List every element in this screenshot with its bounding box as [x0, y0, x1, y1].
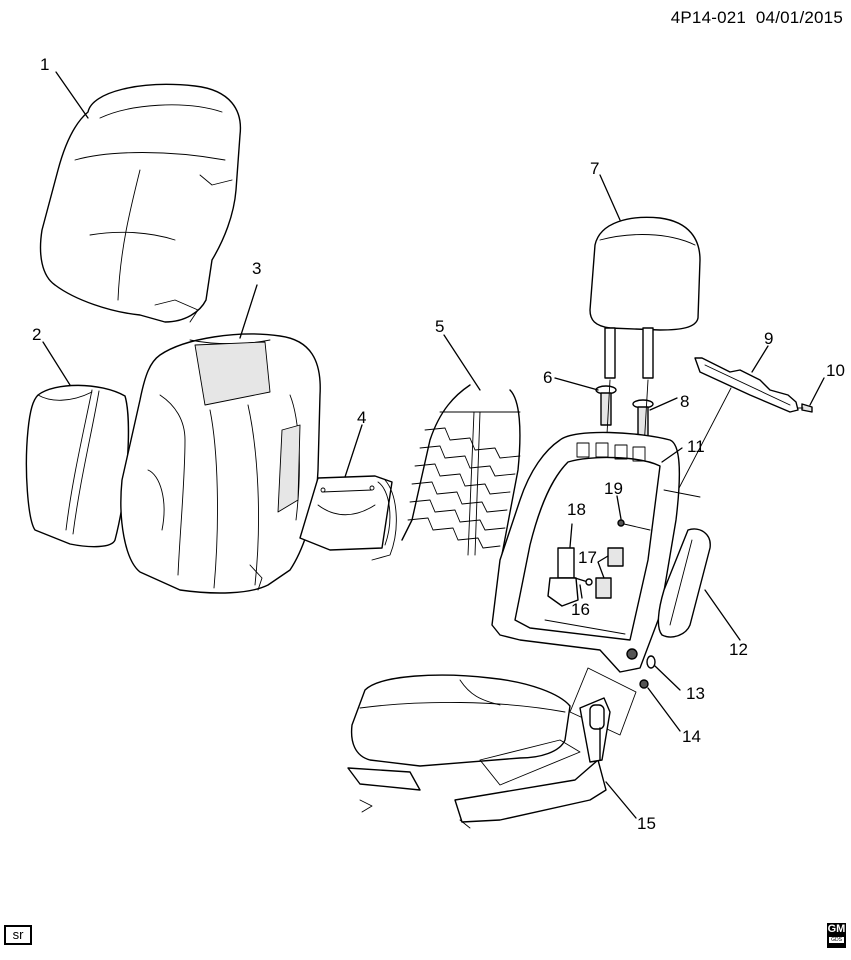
- callout-11: 11: [687, 437, 705, 456]
- side-trim-part: [657, 528, 711, 638]
- seatback-cover-part: [39, 83, 242, 323]
- seat-cushion-part: [350, 674, 571, 767]
- callout-4: 4: [357, 408, 367, 427]
- seatback-cushion-part: [120, 333, 321, 594]
- callout-2: 2: [32, 325, 42, 344]
- callout-18: 18: [567, 500, 586, 519]
- recliner-motor-part: [547, 547, 579, 607]
- illustration-header: 4P14-021 04/01/2015: [671, 8, 843, 28]
- callout-5: 5: [435, 317, 445, 336]
- illustration-date: 04/01/2015: [755, 8, 843, 27]
- callout-7: 7: [590, 159, 600, 178]
- callout-10: 10: [826, 361, 845, 380]
- side-bolster-part: [25, 384, 130, 548]
- rear-bracket-part: [694, 357, 799, 413]
- headrest-guide-left-part: [595, 385, 617, 426]
- nut-part: [639, 679, 649, 689]
- sr-tag: sr: [4, 925, 32, 945]
- gm-logo-text: GM: [827, 923, 846, 935]
- callout-13: 13: [686, 684, 705, 703]
- callout-3: 3: [252, 259, 262, 278]
- callout-9: 9: [764, 329, 774, 348]
- callout-17: 17: [578, 548, 597, 567]
- bolt-part: [574, 577, 593, 586]
- gm-logo-icon: GM GDS: [827, 923, 846, 948]
- callout-8: 8: [680, 392, 690, 411]
- washer-part: [646, 655, 656, 669]
- clip-part: [617, 519, 625, 527]
- lumbar-support-part: [299, 475, 397, 561]
- gm-logo-subtext: GDS: [829, 937, 844, 943]
- seat-track-part: [347, 697, 611, 829]
- callout-19: 19: [604, 479, 623, 498]
- callout-1: 1: [40, 55, 50, 74]
- headrest-part: [589, 216, 701, 379]
- callout-16: 16: [571, 600, 590, 619]
- pad-pair-part: [595, 547, 624, 599]
- callout-6: 6: [543, 368, 553, 387]
- spring-mat-part: [401, 384, 521, 566]
- callout-12: 12: [729, 640, 748, 659]
- callout-15: 15: [637, 814, 656, 833]
- illustration-id: 4P14-021: [670, 8, 747, 27]
- headrest-guide-right-part: [632, 399, 654, 440]
- callout-14: 14: [682, 727, 701, 746]
